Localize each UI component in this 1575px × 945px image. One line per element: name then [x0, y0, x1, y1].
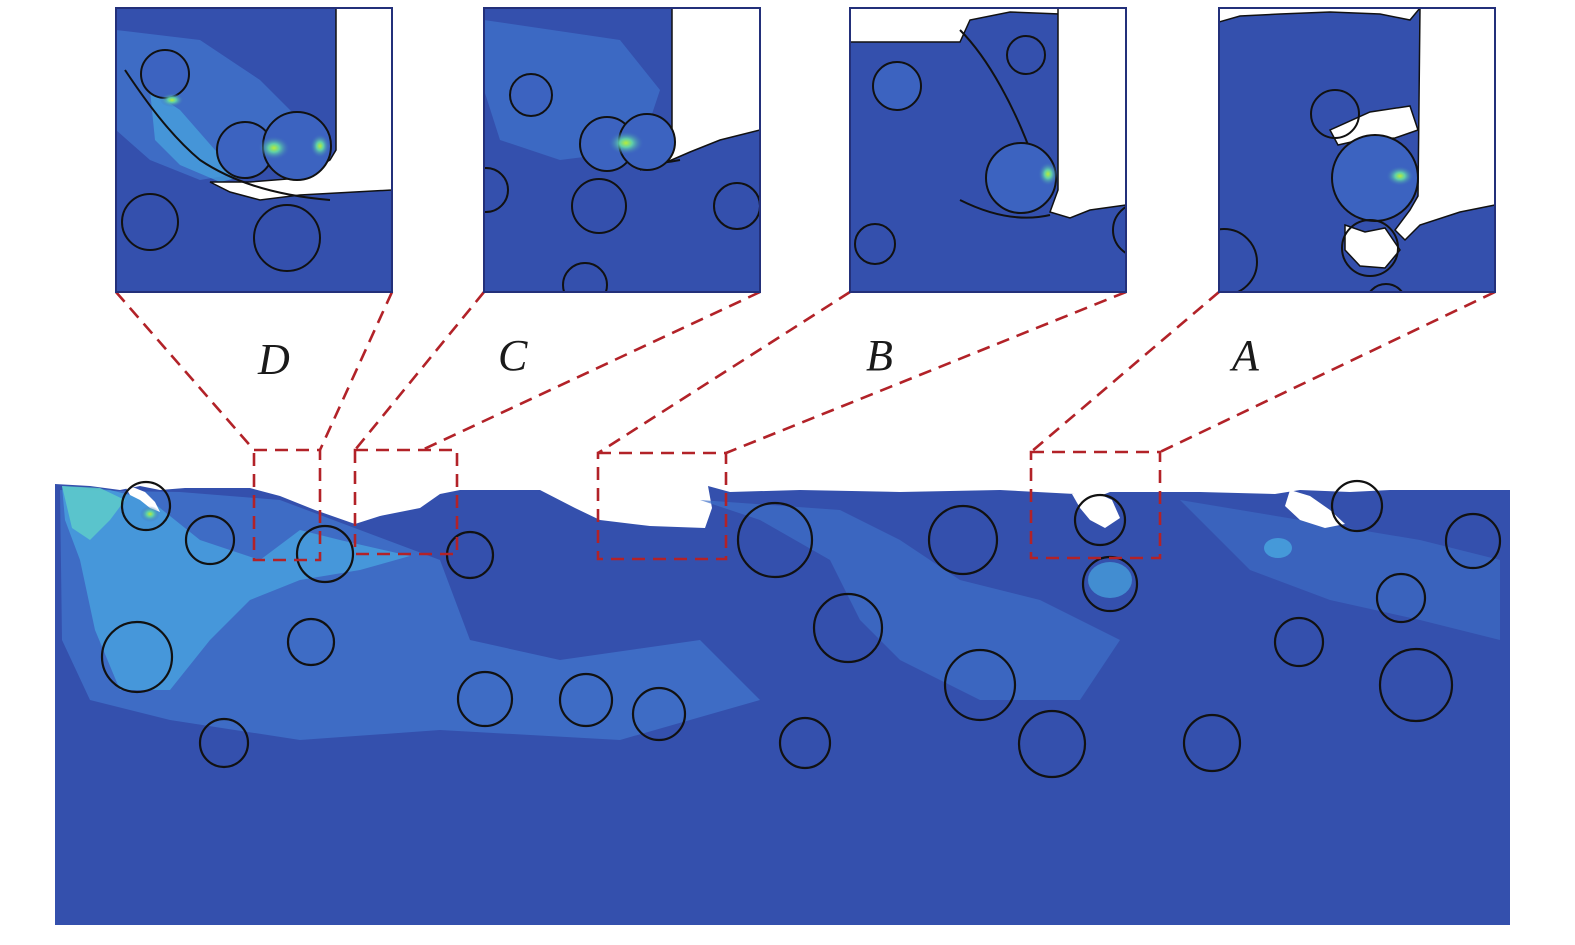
particle — [120, 480, 172, 532]
particle — [778, 716, 832, 770]
particle — [1182, 713, 1242, 773]
workpiece-panel — [55, 479, 1510, 925]
inset-a-tool — [1394, 8, 1495, 242]
inset-b-particle — [872, 61, 922, 111]
inset-c-particle — [713, 182, 760, 230]
callout-line-a-right — [1159, 290, 1496, 454]
label-d: D — [257, 335, 290, 384]
surface-chip-far-right — [1285, 490, 1345, 528]
inset-d-particle — [121, 193, 179, 251]
inset-a-hotspot — [1386, 166, 1414, 186]
inset-b-particle — [854, 223, 896, 265]
stress-spot-mid — [1088, 562, 1132, 598]
particle — [812, 592, 884, 664]
particle — [286, 617, 336, 667]
stress-spot-right — [1264, 538, 1292, 558]
inset-c-hotspot — [608, 131, 644, 155]
inset-a — [1219, 8, 1495, 292]
zoom-boxes — [252, 448, 1162, 562]
inset-b — [850, 8, 1126, 292]
inset-a-chip-void-lower — [1344, 223, 1401, 269]
particle — [1330, 479, 1384, 533]
particle — [100, 620, 174, 694]
callout-lines — [115, 290, 1496, 455]
callout-line-b-right — [725, 290, 1127, 455]
stress-zone-right — [1180, 500, 1500, 640]
inset-b-particle — [1112, 205, 1126, 255]
particle — [456, 670, 514, 728]
inset-a-chip-void — [1328, 105, 1419, 146]
inset-c-particle — [562, 262, 608, 292]
particle — [1073, 493, 1127, 547]
inset-d-hotspot — [258, 136, 290, 160]
inset-d-tool — [209, 8, 392, 201]
inset-c-particle — [509, 73, 553, 117]
particle — [736, 501, 814, 579]
inset-b-tool — [1049, 8, 1126, 219]
inset-a-frame — [1218, 7, 1496, 293]
callout-line-c-left — [353, 291, 486, 451]
surface-chip-left — [125, 486, 160, 512]
particle — [943, 648, 1017, 722]
particle — [1017, 709, 1087, 779]
particle — [184, 514, 236, 566]
particle — [927, 504, 999, 576]
inset-d-frame — [115, 7, 393, 293]
stress-zone-teal — [62, 486, 125, 540]
inset-c-particle — [571, 178, 627, 234]
particle — [558, 672, 614, 728]
inset-b-frame — [849, 7, 1127, 293]
callout-line-c-right — [421, 290, 761, 452]
particle — [1273, 616, 1325, 668]
stress-hotspot — [140, 506, 160, 522]
callout-line-d-left — [115, 291, 255, 451]
callout-line-b-left — [597, 290, 851, 455]
inset-c-frame — [483, 7, 761, 293]
inset-a-particle — [1219, 228, 1258, 292]
label-c: C — [498, 331, 528, 380]
inset-a-top-void — [1219, 8, 1421, 23]
inset-a-particle — [1341, 219, 1399, 277]
particle — [1444, 512, 1502, 570]
callout-line-d-right — [318, 291, 394, 451]
inset-b-chip-boundary — [959, 29, 1051, 219]
inset-d-particle — [140, 49, 190, 99]
particle — [631, 686, 687, 742]
particle — [295, 524, 355, 584]
particle — [1375, 572, 1427, 624]
callout-line-a-left — [1030, 291, 1220, 453]
inset-d-chip-boundary — [124, 69, 331, 201]
zoom-box-c — [353, 448, 459, 556]
label-b: B — [866, 331, 893, 380]
zoom-box-b — [596, 451, 728, 561]
inset-a-particle — [1310, 89, 1360, 139]
inset-c-particle — [484, 167, 509, 213]
inset-d-hotspot — [160, 93, 184, 107]
stress-zone-cyan — [62, 486, 410, 690]
inset-d-particle — [253, 204, 321, 272]
inset-d — [116, 8, 392, 292]
particle-group — [100, 479, 1502, 779]
zoom-box-a — [1029, 450, 1162, 560]
inset-b-hotspot — [1038, 162, 1058, 186]
zoom-box-d — [252, 448, 322, 562]
stress-zone-mid — [700, 500, 1120, 700]
particle — [198, 717, 250, 769]
inset-c — [484, 8, 760, 292]
label-a: A — [1229, 331, 1260, 380]
inset-b-particle — [1006, 35, 1046, 75]
inset-b-top-void — [850, 8, 1126, 43]
inset-d-hotspot — [310, 134, 330, 158]
inset-a-particle — [1368, 283, 1404, 292]
particle — [1378, 647, 1454, 723]
